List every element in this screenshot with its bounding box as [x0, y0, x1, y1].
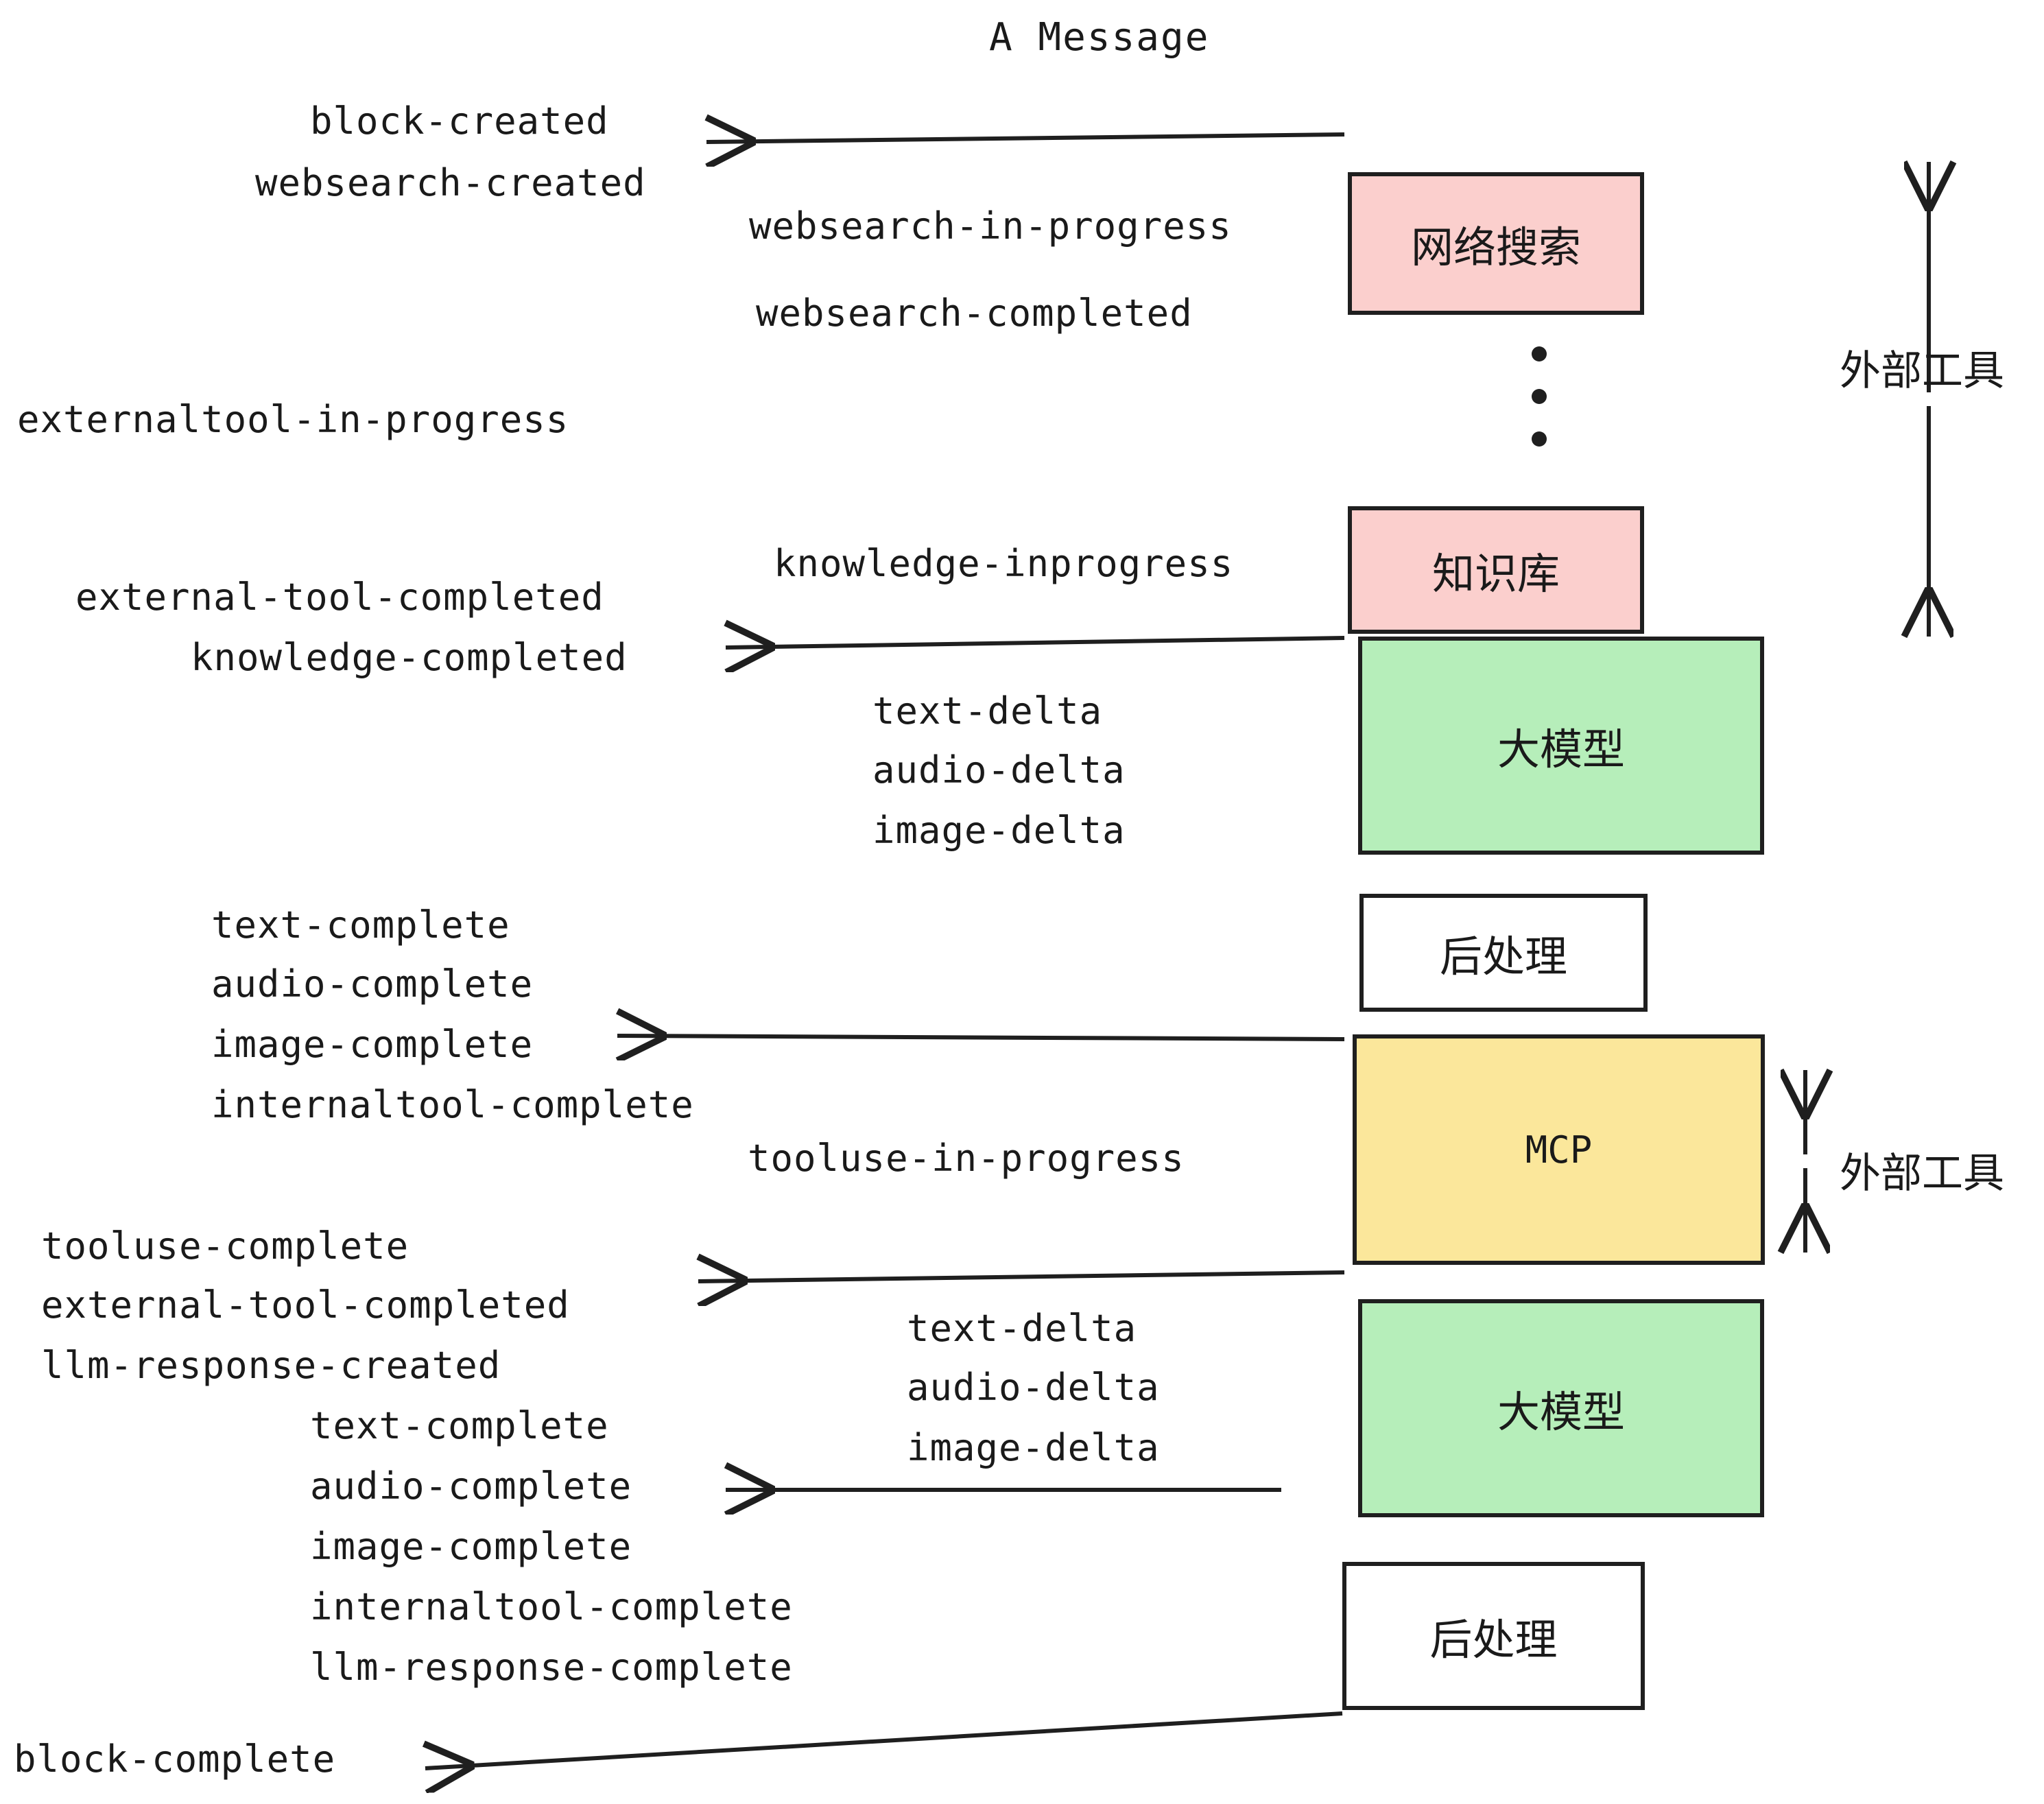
node-box-llm-1[interactable]: 大模型 [1358, 637, 1764, 855]
event-label-text-complete-1: text-complete [211, 903, 510, 947]
page-title: A Message [989, 15, 1210, 60]
event-label-external-tool-completed-1: external-tool-completed [75, 575, 604, 619]
event-label-knowledge-completed: knowledge-completed [191, 636, 628, 679]
arrow-tooluse-complete [698, 1272, 1345, 1281]
event-label-websearch-in-progress: websearch-in-progress [749, 204, 1232, 248]
node-box-postprocess-2[interactable]: 后处理 [1342, 1562, 1645, 1710]
event-label-tooluse-complete: tooluse-complete [41, 1224, 409, 1268]
node-label-knowledge: 知识库 [1431, 549, 1560, 599]
ellipsis-dot-1 [1532, 346, 1547, 361]
event-label-llm-response-created: llm-response-created [41, 1344, 501, 1387]
event-label-internaltool-complete-1: internaltool-complete [211, 1083, 694, 1126]
event-label-audio-delta-2: audio-delta [907, 1366, 1160, 1409]
node-label-websearch: 网络搜索 [1410, 222, 1581, 272]
node-box-websearch[interactable]: 网络搜索 [1348, 172, 1644, 315]
node-box-postprocess-1[interactable]: 后处理 [1359, 894, 1648, 1012]
node-box-llm-2[interactable]: 大模型 [1358, 1299, 1764, 1517]
node-box-knowledge[interactable]: 知识库 [1348, 506, 1644, 634]
event-label-websearch-created: websearch-created [255, 161, 646, 204]
ellipsis-dot-2 [1532, 389, 1547, 404]
event-label-image-complete-1: image-complete [211, 1023, 534, 1066]
event-label-externaltool-in-progress: externaltool-in-progress [17, 398, 569, 441]
event-label-audio-complete-2: audio-complete [310, 1464, 632, 1508]
node-box-mcp[interactable]: MCP [1353, 1034, 1765, 1265]
side-label-external-tools-bottom: 外部工具 [1840, 1150, 2004, 1198]
arrow-block-complete [425, 1711, 1343, 1768]
range-arrows-group [1805, 162, 1929, 1253]
event-label-audio-delta-1: audio-delta [872, 748, 1126, 792]
event-label-websearch-completed: websearch-completed [756, 292, 1193, 335]
event-label-internaltool-complete-2: internaltool-complete [310, 1585, 793, 1628]
event-label-block-complete: block-complete [14, 1737, 336, 1781]
flow-arrows-group [425, 134, 1345, 1768]
event-label-knowledge-inprogress: knowledge-inprogress [774, 542, 1234, 585]
event-label-audio-complete-1: audio-complete [211, 962, 534, 1006]
ellipsis-dot-3 [1532, 431, 1547, 447]
arrow-image-complete [617, 1036, 1345, 1039]
node-label-llm-2: 大模型 [1497, 1387, 1625, 1437]
arrow-knowledge-completed [726, 638, 1345, 648]
event-label-text-delta-1: text-delta [872, 689, 1103, 733]
node-label-mcp: MCP [1525, 1128, 1593, 1172]
event-label-text-delta-2: text-delta [907, 1307, 1137, 1350]
event-label-llm-response-complete: llm-response-complete [310, 1646, 793, 1689]
event-label-image-delta-1: image-delta [872, 809, 1126, 852]
arrow-block-created [706, 134, 1345, 142]
node-label-llm-1: 大模型 [1497, 724, 1625, 774]
event-label-block-created: block-created [310, 99, 609, 143]
event-label-image-complete-2: image-complete [310, 1525, 632, 1568]
event-label-image-delta-2: image-delta [907, 1426, 1160, 1469]
event-label-tooluse-in-progress: tooluse-in-progress [748, 1137, 1185, 1180]
node-label-postprocess-1: 后处理 [1439, 931, 1567, 982]
node-label-postprocess-2: 后处理 [1429, 1615, 1558, 1665]
side-label-external-tools-top: 外部工具 [1840, 347, 2004, 395]
event-label-external-tool-completed-2: external-tool-completed [41, 1283, 570, 1327]
event-label-text-complete-2: text-complete [310, 1404, 609, 1447]
ellipsis-dots-group [1532, 346, 1547, 447]
